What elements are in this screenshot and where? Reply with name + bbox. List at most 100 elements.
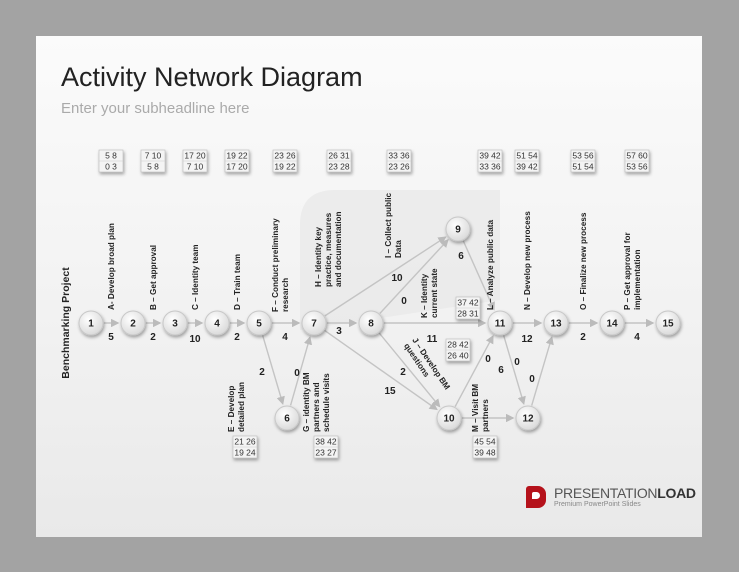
page-title: Activity Network Diagram [61,62,363,92]
node-9[interactable]: 9 [445,216,471,242]
edge-duration: 5 [108,332,114,343]
time-box-top: 51 54 [516,151,538,161]
edge-duration: 2 [400,367,406,378]
activity-label-line: N – Develop new process [523,211,532,310]
activity-label-f: F – Conduct preliminaryresearch [271,218,290,312]
node-7[interactable]: 7 [301,310,327,336]
time-box-top: 53 56 [572,151,594,161]
time-box-bottom: 0 3 [105,162,117,172]
time-box-top: 26 31 [328,151,350,161]
node-label: 9 [455,225,461,236]
node-8[interactable]: 8 [358,310,384,336]
edge-duration: 11 [427,334,438,345]
node-label: 5 [256,319,262,330]
node-label: 8 [368,319,374,330]
activity-label-p: P – Get approval forimplementation [623,232,642,310]
activity-label-line: implementation [633,249,642,310]
edge-8-10 [378,332,441,408]
node-14[interactable]: 14 [599,310,625,336]
activity-label-b: B – Get approval [149,245,158,310]
time-box-top: 5 8 [105,151,117,161]
activity-label-line: Data [394,240,403,258]
time-box-bottom: 33 36 [479,162,501,172]
edge-duration: 2 [150,332,156,343]
logo-tagline: Premium PowerPoint Slides [554,501,641,508]
edge-8-9 [379,238,449,314]
node-label: 2 [130,319,136,330]
page-subtitle[interactable]: Enter your subheadline here [61,100,250,117]
activity-label-line: F – Conduct preliminary [271,218,280,312]
time-box-top: 37 42 [457,298,479,308]
activity-label-line: partners [481,399,490,432]
node-label: 6 [284,414,290,425]
node-1[interactable]: 1 [78,310,104,336]
time-box-top: 23 26 [274,151,296,161]
edge-duration: 12 [521,334,533,345]
activity-label-h: H – Identity keypractice, measuresand do… [314,211,343,287]
activity-label-line: L – Analyze public data [486,219,495,310]
edge-duration: 0 [529,374,535,385]
node-label: 3 [172,319,178,330]
time-box-top: 7 10 [145,151,162,161]
time-box-c: 17 207 10 [182,149,208,173]
edge-duration: 6 [458,251,464,262]
edge-duration: 0 [401,296,407,307]
activity-label-line: D – Train team [233,254,242,310]
activity-label-j: J – Develop BMquestions [402,336,452,397]
node-15[interactable]: 15 [655,310,681,336]
node-label: 15 [662,319,674,330]
presentationload-logo: PRESENTATIONLOAD Premium PowerPoint Slid… [526,485,696,508]
time-box-bottom: 39 48 [474,448,496,458]
node-label: 12 [522,414,534,425]
node-2[interactable]: 2 [120,310,146,336]
time-box-top: 45 54 [474,437,496,447]
node-13[interactable]: 13 [543,310,569,336]
node-10[interactable]: 10 [436,405,462,431]
logo-mark-icon [526,485,546,508]
activity-label-line: H – Identity key [314,226,323,287]
activity-label-m: M – Visit BMpartners [471,384,490,432]
time-box-a: 5 80 3 [98,149,124,173]
edge-duration: 15 [384,386,396,397]
edge-7-9 [324,236,447,317]
activity-label-n: N – Develop new process [523,211,532,310]
time-box-b: 7 105 8 [140,149,166,173]
time-box-top: 38 42 [315,437,337,447]
edge-duration: 0 [514,357,520,368]
node-label: 11 [495,319,506,330]
edge-duration: 0 [485,354,491,365]
edge-duration: 2 [259,367,265,378]
activity-label-line: E – Develop [227,386,236,432]
time-box-top: 33 36 [388,151,410,161]
activity-label-line: K – Identity [420,273,429,318]
node-5[interactable]: 5 [246,310,272,336]
activity-label-i: I – Collect publicData [384,192,403,258]
activity-label-line: detailed plan [237,382,246,432]
activity-label-line: C – Identity team [191,244,200,310]
edge-duration: 4 [634,332,640,343]
node-3[interactable]: 3 [162,310,188,336]
edge-duration: 10 [391,273,403,284]
node-label: 4 [214,319,220,330]
node-6[interactable]: 6 [274,405,300,431]
activity-label-d: D – Train team [233,254,242,310]
edge-duration: 4 [282,332,288,343]
time-box-bottom: 23 28 [328,162,350,172]
time-box-top: 17 20 [184,151,206,161]
node-4[interactable]: 4 [204,310,230,336]
edge-duration: 0 [294,368,300,379]
node-11[interactable]: 11 [487,310,513,336]
node-12[interactable]: 12 [515,405,541,431]
time-box-bottom: 19 24 [234,448,256,458]
activity-label-line: research [281,278,290,312]
time-box-bottom: 19 22 [274,162,296,172]
activity-label-a: A- Develop broad plan [107,223,116,310]
